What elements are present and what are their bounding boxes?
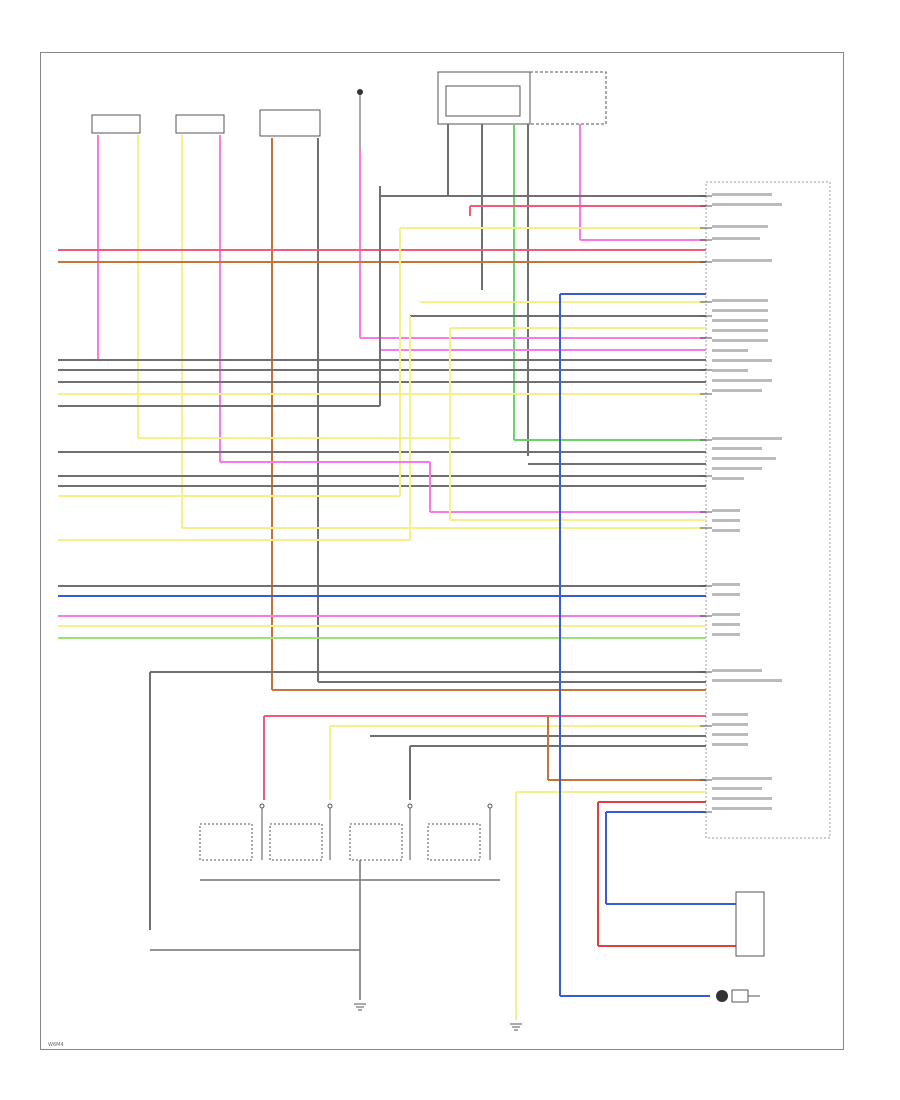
ground-symbol-1 bbox=[354, 1003, 366, 1011]
bottom-component-sensor bbox=[735, 891, 765, 957]
top-component-3 bbox=[259, 109, 321, 137]
riser-wires bbox=[138, 186, 736, 1020]
switch-1 bbox=[199, 803, 265, 861]
top-component-2 bbox=[175, 114, 225, 134]
top-component-5 bbox=[437, 71, 531, 125]
horizontal-wires bbox=[58, 195, 706, 813]
diagram-frame bbox=[40, 52, 844, 1050]
top-component-4 bbox=[357, 89, 363, 150]
switch-3 bbox=[349, 803, 413, 861]
bottom-component-speed-sensor bbox=[716, 989, 760, 1003]
ecm-pin-stubs bbox=[700, 195, 712, 813]
ground-bus bbox=[150, 860, 500, 1000]
switch-4 bbox=[427, 803, 493, 861]
ecm-label-column bbox=[712, 193, 782, 810]
switch-2 bbox=[269, 803, 333, 861]
ecm-box bbox=[705, 181, 831, 839]
ground-symbol-2 bbox=[510, 1023, 522, 1031]
top-component-6 bbox=[529, 71, 607, 125]
top-component-1 bbox=[91, 114, 141, 134]
sheet-code: W6M4 bbox=[48, 1042, 64, 1048]
